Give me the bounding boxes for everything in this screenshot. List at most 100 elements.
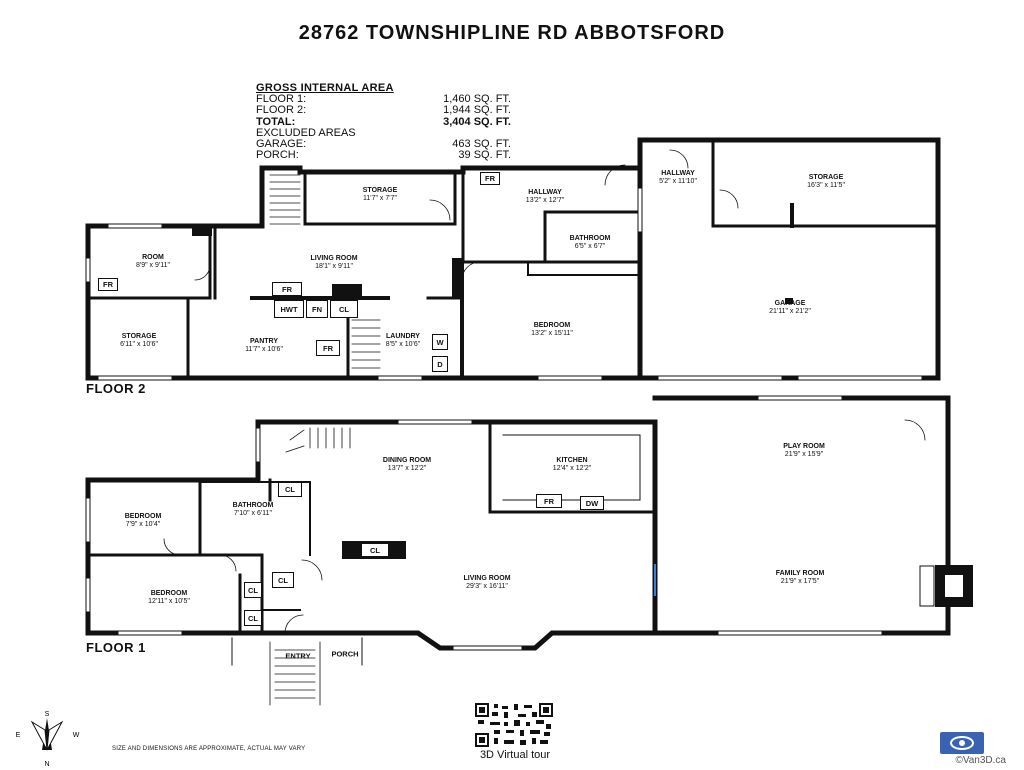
floor2-label: FLOOR 2 <box>86 381 146 396</box>
room-dims: 21'9" x 17'5" <box>780 578 820 585</box>
room-name: STORAGE <box>808 174 844 181</box>
page-title: 28762 TOWNSHIPLINE RD ABBOTSFORD <box>298 22 726 44</box>
room-dims: 11'7" x 10'6" <box>245 346 283 353</box>
room-dims: 8'5" x 10'6" <box>385 341 421 348</box>
room-dims: 5'2" x 11'10" <box>659 178 697 185</box>
room-name: PANTRY <box>250 338 278 345</box>
room-dims: 18'1" x 9'11" <box>315 263 353 270</box>
fixture-fridge: FR <box>536 494 562 508</box>
area-value: 39 SQ. FT. <box>458 149 511 162</box>
room-name: BEDROOM <box>124 513 162 520</box>
area-row-garage: GARAGE: 463 SQ. FT. <box>256 138 511 151</box>
room-name: STORAGE <box>121 333 157 340</box>
room-name: HALLWAY <box>661 170 695 177</box>
garage-exterior-wall <box>637 137 941 381</box>
room-name: BEDROOM <box>533 322 571 329</box>
room-dims: 29'3" x 16'11" <box>466 583 508 590</box>
area-summary-heading: GROSS INTERNAL AREA <box>256 82 394 94</box>
room-dims: 16'3" x 11'5" <box>807 182 845 189</box>
compass-s: S <box>45 711 50 718</box>
fixture-closet: CL <box>278 482 302 497</box>
room-dims: 12'4" x 12'2" <box>552 465 592 472</box>
area-value: 1,944 SQ. FT. <box>443 104 511 117</box>
fixture-washer: W <box>432 334 448 350</box>
compass-w: W <box>73 732 80 739</box>
porch-label: PORCH <box>331 649 359 659</box>
room-dims: 6'11" x 10'6" <box>120 341 158 348</box>
area-label: EXCLUDED AREAS <box>256 126 356 139</box>
fixture-fridge: FR <box>272 282 302 296</box>
fixture-furnace: FN <box>306 300 328 318</box>
room-name: KITCHEN <box>556 457 588 464</box>
area-value: 463 SQ. FT. <box>452 138 511 151</box>
area-summary: GROSS INTERNAL AREA FLOOR 1:1,460 SQ. FT… <box>256 82 511 162</box>
floor2-exterior-wall <box>85 137 643 381</box>
fixture-closet: CL <box>362 544 388 556</box>
room-dims: 7'10" x 6'11" <box>234 510 272 517</box>
room-name: BATHROOM <box>232 502 274 509</box>
fixture-dishwasher: DW <box>580 496 604 510</box>
fixture-dryer: D <box>432 356 448 372</box>
room-name: FAMILY ROOM <box>775 570 825 577</box>
fixture-closet: CL <box>244 582 262 598</box>
room-dims: 13'7" x 12'2" <box>387 465 427 472</box>
floor1-label: FLOOR 1 <box>86 640 146 655</box>
area-value: 3,404 SQ. FT. <box>443 115 511 128</box>
room-name: DINING ROOM <box>382 457 432 464</box>
area-value: 1,460 SQ. FT. <box>443 93 511 105</box>
room-name: LIVING ROOM <box>310 255 358 262</box>
room-dims: 8'9" x 9'11" <box>136 262 170 269</box>
brand-logo-icon <box>940 732 984 754</box>
room-name: BEDROOM <box>150 590 188 597</box>
area-row-excluded: EXCLUDED AREAS <box>256 126 511 139</box>
room-dims: 6'5" x 6'7" <box>574 243 606 250</box>
disclaimer: SIZE AND DIMENSIONS ARE APPROXIMATE, ACT… <box>112 746 306 752</box>
floor1-east-wall <box>652 395 951 636</box>
room-dims: 11'7" x 7'7" <box>363 195 397 202</box>
room-name: GARAGE <box>774 300 806 307</box>
room-dims: 7'9" x 10'4" <box>125 521 161 528</box>
qr-code-icon[interactable] <box>474 702 554 748</box>
fixture-fridge: FR <box>98 278 118 291</box>
area-label: PORCH: <box>256 149 299 162</box>
room-name: LIVING ROOM <box>463 575 511 582</box>
room-dims: 13'2" x 12'7" <box>525 197 565 204</box>
floor1-exterior-wall <box>85 419 658 651</box>
area-row-porch: PORCH: 39 SQ. FT. <box>256 149 511 162</box>
area-label: GARAGE: <box>256 138 307 151</box>
area-row-floor1: FLOOR 1:1,460 SQ. FT. <box>256 93 511 105</box>
room-name: LAUNDRY <box>386 333 420 340</box>
area-row-total: TOTAL:3,404 SQ. FT. <box>256 115 511 128</box>
room-dims: 21'9" x 15'9" <box>784 451 824 458</box>
compass-e: E <box>16 732 21 739</box>
room-name: PLAY ROOM <box>783 443 825 450</box>
fixture-closet: CL <box>244 610 262 626</box>
fixture-fridge: FR <box>316 340 340 356</box>
room-name: BATHROOM <box>569 235 611 242</box>
virtual-tour-link[interactable]: 3D Virtual tour <box>479 749 551 761</box>
room-name: STORAGE <box>362 187 398 194</box>
entry-label: ENTRY <box>285 651 311 661</box>
area-label: FLOOR 2: <box>256 104 307 117</box>
room-name: HALLWAY <box>528 189 562 196</box>
room-dims: 12'11" x 10'5" <box>148 598 190 605</box>
copyright: ©Van3D.ca <box>955 755 1006 766</box>
fixture-closet: CL <box>330 300 358 318</box>
